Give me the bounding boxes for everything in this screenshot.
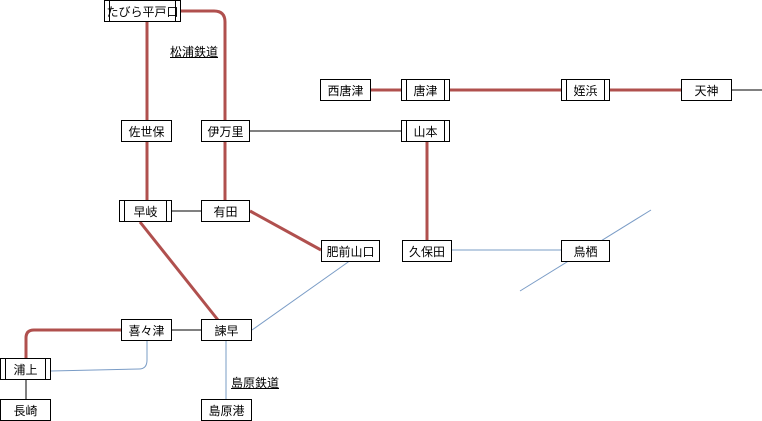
- blue-line-urakami-kikitsu: [50, 340, 148, 372]
- station-label: 長崎: [13, 403, 38, 418]
- station-label: 天神: [694, 83, 719, 98]
- station-label: 伊万里: [207, 124, 244, 139]
- line-label-matsuura-railway: 松浦鉄道: [170, 45, 219, 59]
- station-tenjin[interactable]: 天神: [681, 79, 732, 101]
- jr-line-arita-hizenyamaguchi: [249, 209, 322, 252]
- station-arita[interactable]: 有田: [201, 200, 250, 222]
- station-label: たびら平戸口: [106, 4, 179, 19]
- station-label: 姪浜: [573, 83, 598, 98]
- station-hizen-yamaguchi[interactable]: 肥前山口: [321, 240, 380, 262]
- station-tabira-hiradoguchi[interactable]: たびら平戸口: [104, 0, 181, 22]
- station-label: 諫早: [214, 323, 239, 338]
- station-label: 山本: [413, 124, 438, 139]
- jr-line-haiki-isahaya: [138, 221, 220, 321]
- line-label-shimabara-railway: 島原鉄道: [231, 376, 280, 390]
- station-nagasaki[interactable]: 長崎: [0, 399, 51, 421]
- station-haiki[interactable]: 早岐: [119, 200, 172, 222]
- station-label: 肥前山口: [326, 244, 375, 259]
- station-label: 佐世保: [128, 124, 165, 139]
- station-nishi-karatsu[interactable]: 西唐津: [320, 79, 371, 101]
- station-label: 西唐津: [327, 83, 364, 98]
- station-label: 喜々津: [128, 323, 165, 338]
- station-isahaya[interactable]: 諫早: [201, 319, 252, 341]
- station-kikitsu[interactable]: 喜々津: [121, 319, 172, 341]
- station-urakami[interactable]: 浦上: [0, 358, 51, 380]
- station-tosu[interactable]: 鳥栖: [561, 240, 610, 262]
- station-shimabarako[interactable]: 島原港: [201, 399, 252, 421]
- station-label: 鳥栖: [573, 244, 598, 259]
- station-karatsu[interactable]: 唐津: [401, 79, 450, 101]
- station-yamamoto[interactable]: 山本: [401, 120, 450, 142]
- station-label: 唐津: [413, 83, 438, 98]
- station-sasebo[interactable]: 佐世保: [121, 120, 172, 142]
- station-label: 有田: [213, 204, 238, 219]
- station-meinohama[interactable]: 姪浜: [561, 79, 610, 101]
- station-label: 島原港: [208, 403, 245, 418]
- station-label: 浦上: [13, 362, 38, 377]
- station-label: 早岐: [133, 204, 158, 219]
- jr-line-urakami-kikitsu: [24, 328, 121, 358]
- matsuura-line-tabira-imari: [178, 9, 227, 120]
- station-kubota[interactable]: 久保田: [402, 240, 452, 262]
- station-imari[interactable]: 伊万里: [201, 120, 250, 142]
- station-label: 久保田: [408, 244, 445, 259]
- blue-line-hizenyamaguchi-isahaya: [251, 259, 352, 331]
